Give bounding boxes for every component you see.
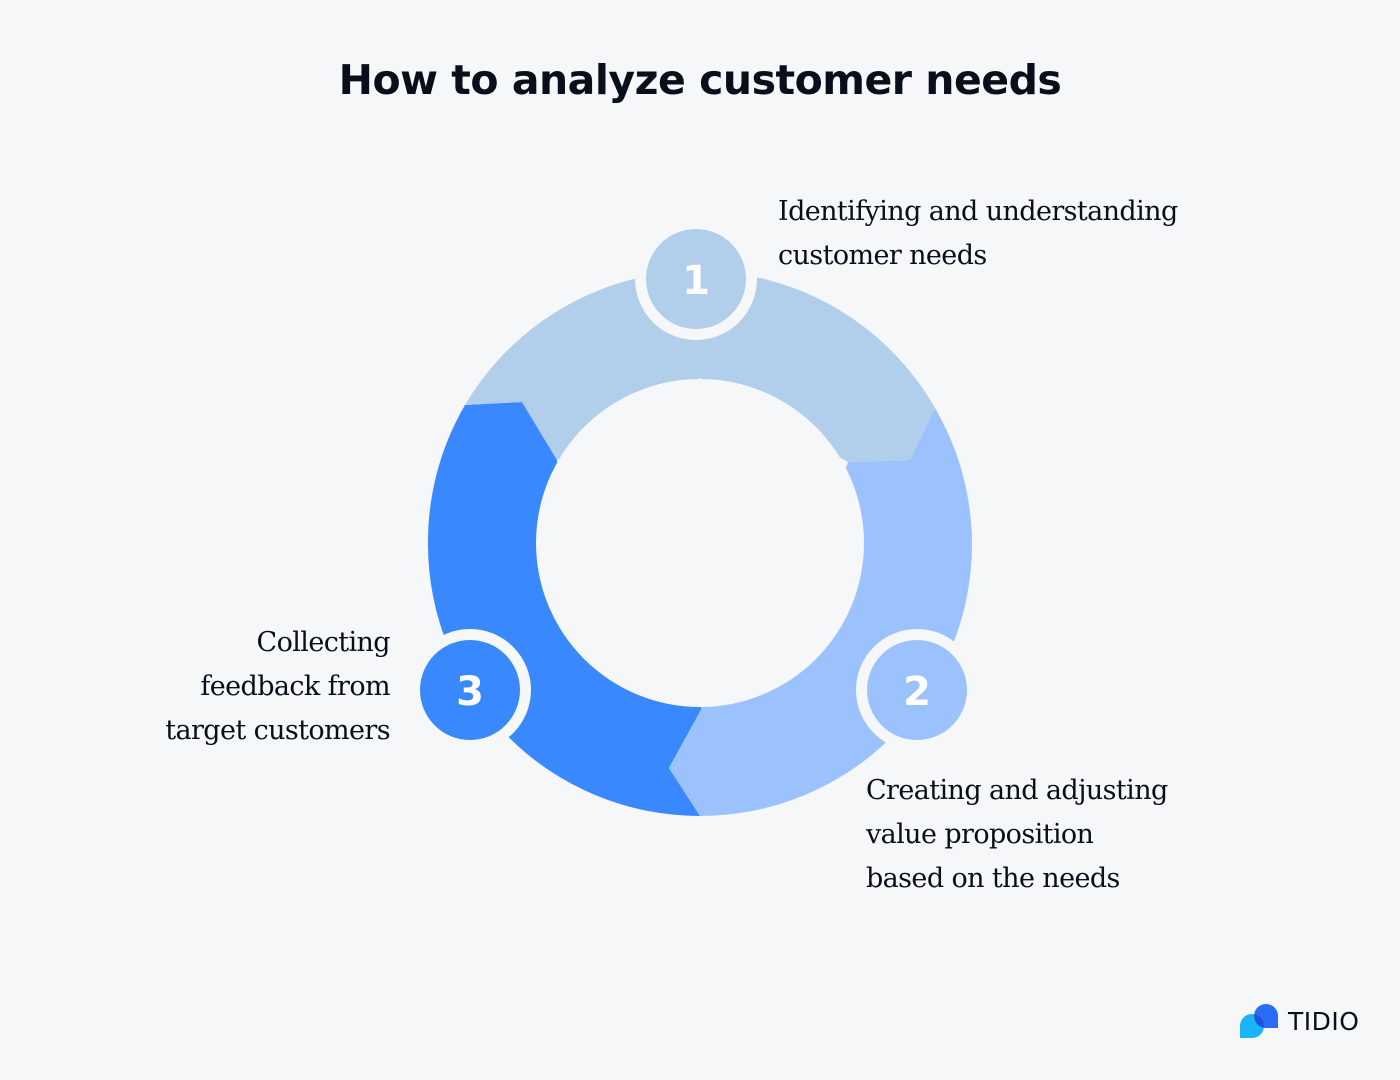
step-3-label: Collecting feedback from target customer… xyxy=(165,621,390,753)
step-3-label-line: target customers xyxy=(165,715,390,746)
step-1-number: 1 xyxy=(682,258,710,304)
brand-name: TIDIO xyxy=(1288,1006,1360,1036)
step-1-badge: 1 xyxy=(635,218,757,340)
page-title: How to analyze customer needs xyxy=(338,56,1062,104)
step-2-badge: 2 xyxy=(856,629,978,751)
step-3-label-line: Collecting xyxy=(256,627,391,658)
step-3-number: 3 xyxy=(456,669,484,715)
segment-3 xyxy=(427,402,702,816)
step-1-label: Identifying and understanding customer n… xyxy=(778,190,1178,278)
step-3-label-line: feedback from xyxy=(200,671,390,702)
tidio-logo-icon xyxy=(1240,1004,1278,1038)
step-1-label-line: customer needs xyxy=(778,240,987,271)
segment-2 xyxy=(669,408,973,816)
step-2-number: 2 xyxy=(903,669,931,715)
step-2-label-line: based on the needs xyxy=(866,863,1120,894)
step-3-badge: 3 xyxy=(409,629,531,751)
segment-1 xyxy=(465,270,935,462)
tidio-logo: TIDIO xyxy=(1240,1002,1359,1040)
step-2-label-line: value proposition xyxy=(866,819,1094,850)
step-1-label-line: Identifying and understanding xyxy=(778,196,1178,227)
step-2-label-line: Creating and adjusting xyxy=(866,775,1168,806)
step-2-label: Creating and adjusting value proposition… xyxy=(866,769,1168,901)
